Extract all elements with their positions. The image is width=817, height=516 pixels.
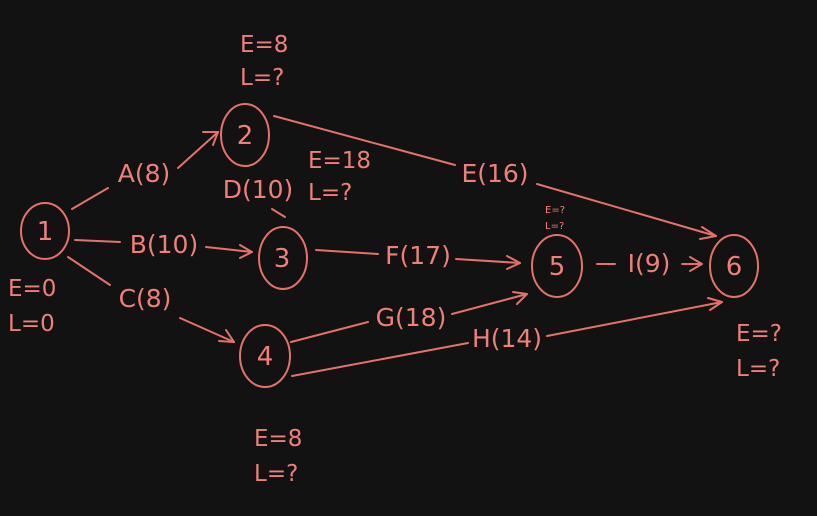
edge-f-arrowhead bbox=[506, 255, 521, 270]
edge-g-arrowhead bbox=[512, 291, 528, 305]
node-2-late-time: L=? bbox=[240, 65, 284, 91]
node-6-late-time: L=? bbox=[736, 356, 780, 382]
node-4-circle bbox=[239, 324, 291, 388]
node-2-label: 2 bbox=[237, 121, 254, 151]
node-3-label: 3 bbox=[274, 244, 291, 274]
edge-g-label: G(18) bbox=[376, 303, 447, 332]
edge-a-label: A(8) bbox=[118, 159, 171, 188]
edge-d-label: D(10) bbox=[223, 175, 294, 204]
edge-f-line bbox=[315, 249, 521, 264]
node-5-circle bbox=[531, 234, 583, 298]
edge-c-label: C(8) bbox=[119, 284, 172, 313]
edge-g-line bbox=[290, 293, 528, 343]
node-6-circle bbox=[709, 234, 759, 298]
node-2-circle bbox=[220, 103, 270, 167]
node-5-late-time: L=? bbox=[545, 221, 564, 232]
node-3-late-time: L=? bbox=[308, 180, 352, 206]
node-5-label: 5 bbox=[549, 252, 566, 282]
node-4-label: 4 bbox=[257, 342, 274, 372]
edge-i-arrowhead bbox=[689, 256, 703, 272]
edge-i-label: I(9) bbox=[628, 249, 671, 278]
node-1-late-time: L=0 bbox=[8, 311, 55, 337]
edge-e-label: E(16) bbox=[461, 159, 528, 188]
node-4-late-time: L=? bbox=[254, 461, 298, 487]
node-6-label: 6 bbox=[726, 252, 743, 282]
edge-b-arrowhead bbox=[239, 244, 253, 259]
edge-a-line bbox=[71, 131, 219, 210]
node-1-early-time: E=0 bbox=[8, 276, 56, 302]
edge-b-label: B(10) bbox=[130, 230, 198, 259]
node-1-label: 1 bbox=[37, 217, 54, 247]
edge-h-arrowhead bbox=[707, 297, 723, 311]
edge-e-line bbox=[273, 115, 717, 237]
edge-e-arrowhead bbox=[699, 226, 717, 240]
edge-c-arrowhead bbox=[218, 329, 235, 343]
edge-h-label: H(14) bbox=[472, 324, 542, 353]
node-4-early-time: E=8 bbox=[254, 426, 302, 452]
edge-h-line bbox=[291, 301, 723, 377]
edge-f-label: F(17) bbox=[385, 241, 451, 270]
node-2-early-time: E=8 bbox=[240, 32, 288, 58]
edge-c-line bbox=[67, 256, 235, 343]
edge-d-line bbox=[271, 208, 286, 218]
node-6-early-time: E=? bbox=[736, 321, 782, 347]
node-3-early-time: E=18 bbox=[308, 148, 371, 174]
node-3-circle bbox=[258, 226, 308, 290]
node-1-circle bbox=[20, 202, 70, 260]
edge-b-line bbox=[74, 239, 253, 253]
node-5-early-time: E=? bbox=[545, 205, 565, 216]
edge-a-arrowhead bbox=[202, 131, 219, 146]
